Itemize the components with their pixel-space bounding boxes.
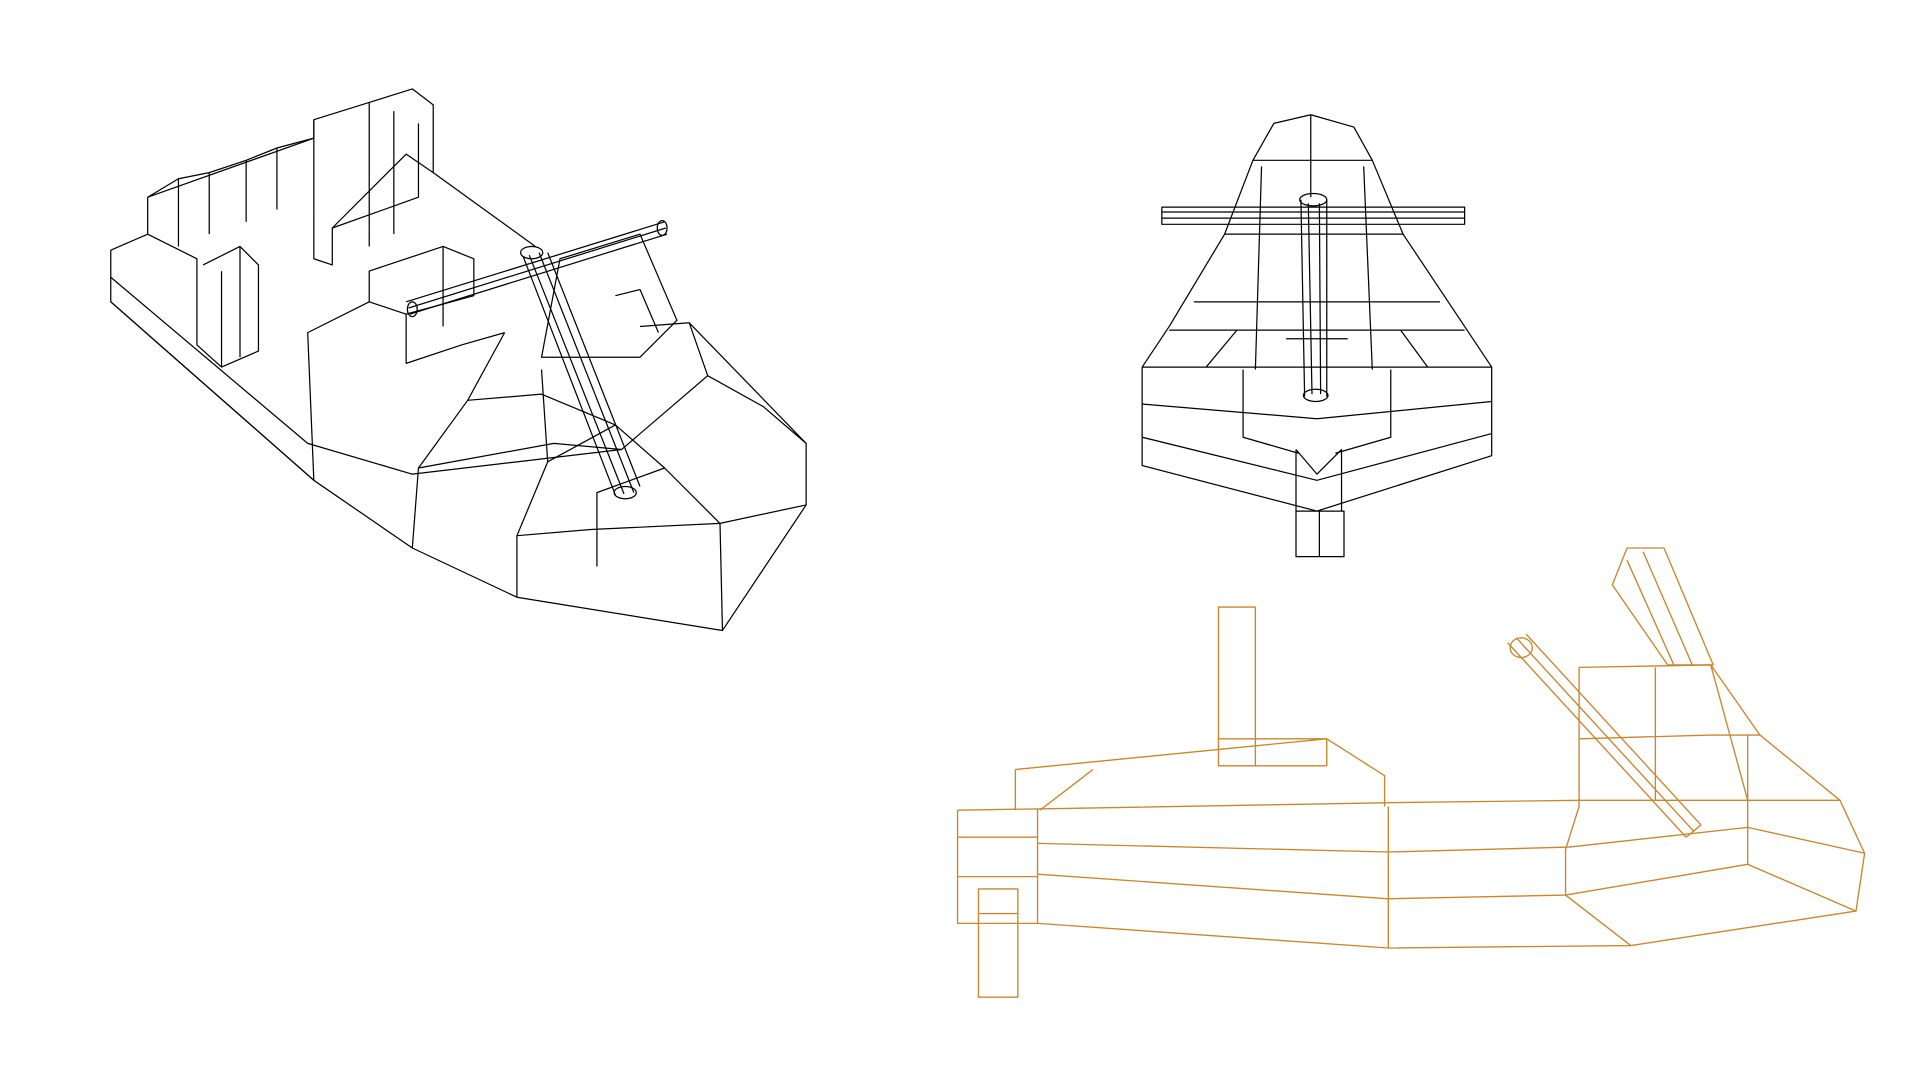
isometric-view: [110, 88, 807, 632]
front-view: [1141, 114, 1493, 558]
side-view: [956, 547, 1866, 998]
